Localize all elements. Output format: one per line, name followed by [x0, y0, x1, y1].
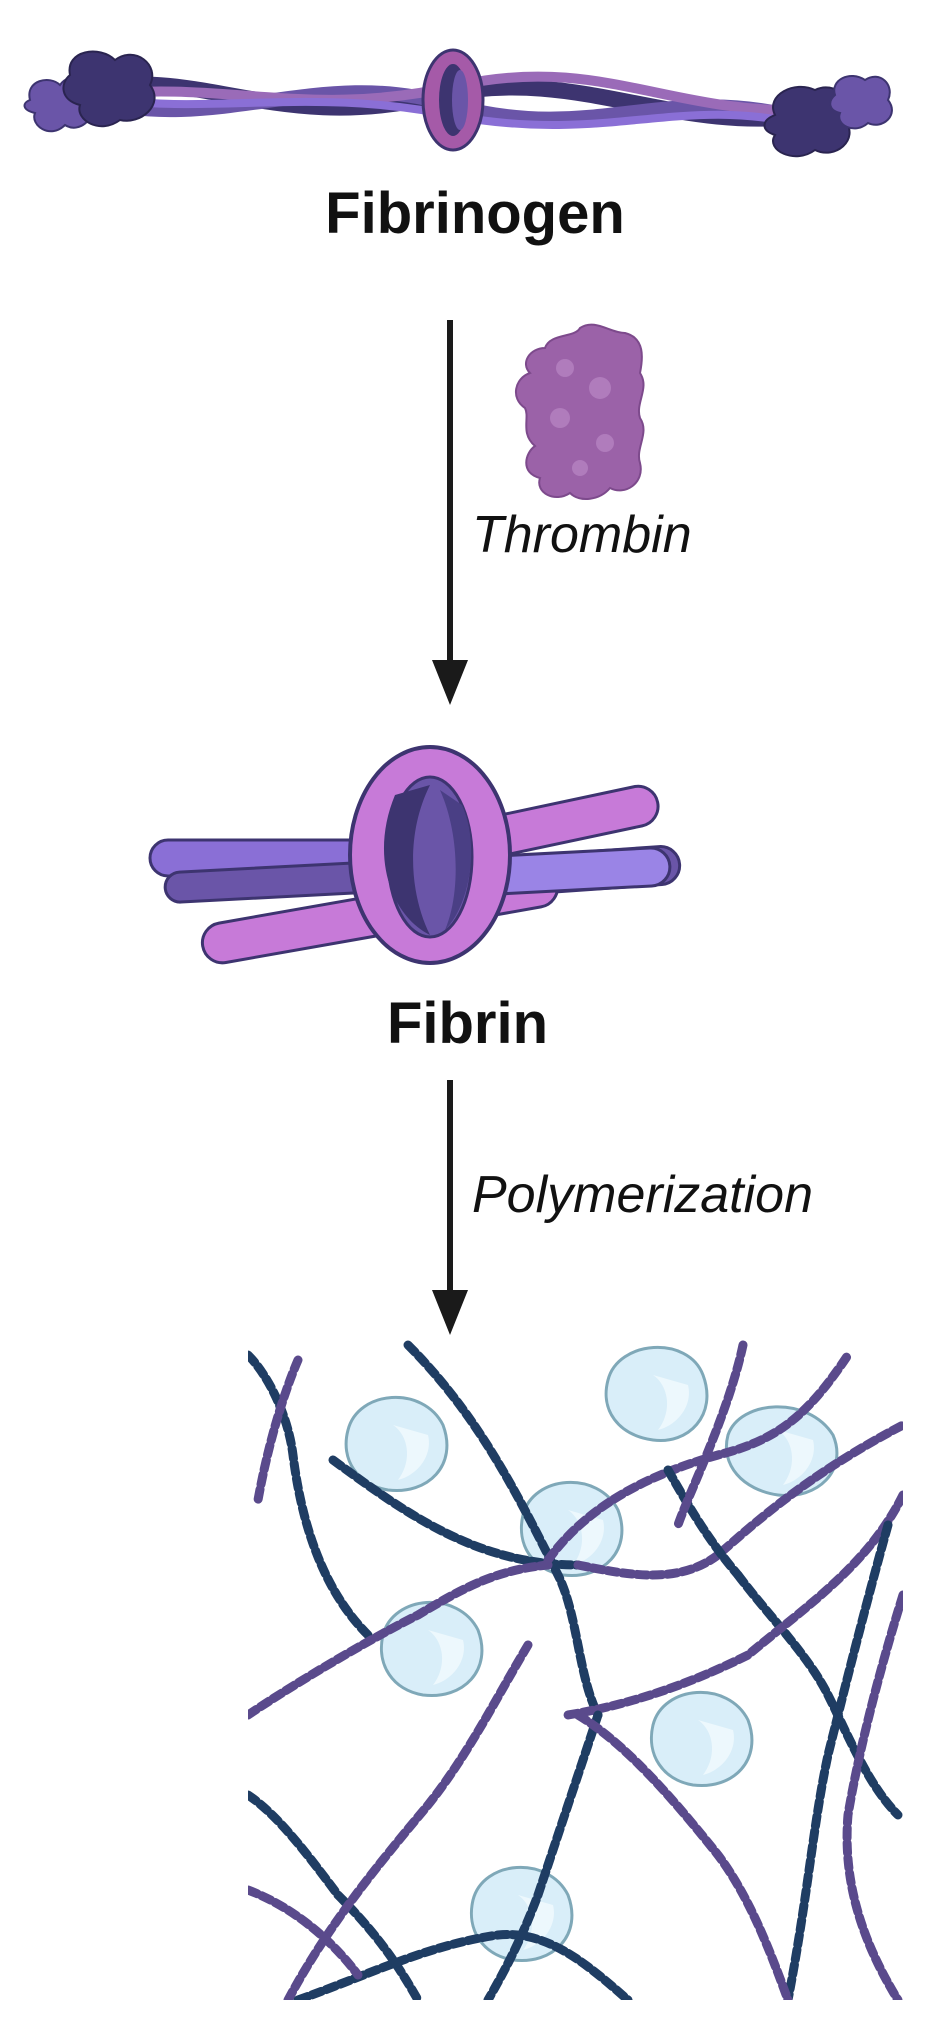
thrombin-enzyme-icon	[515, 323, 645, 500]
fibrinogen-molecule-icon	[23, 48, 893, 158]
fibrin-label: Fibrin	[386, 991, 549, 1056]
down-arrow-icon	[432, 1080, 468, 1335]
thrombin-label: Thrombin	[472, 506, 692, 564]
fibrin-knot-icon	[148, 745, 682, 965]
fibrin-mesh-clot-icon	[248, 1340, 903, 2000]
polymerization-label: Polymerization	[472, 1166, 814, 1224]
fibrinogen-label: Fibrinogen	[325, 181, 625, 246]
down-arrow-icon	[432, 320, 468, 705]
